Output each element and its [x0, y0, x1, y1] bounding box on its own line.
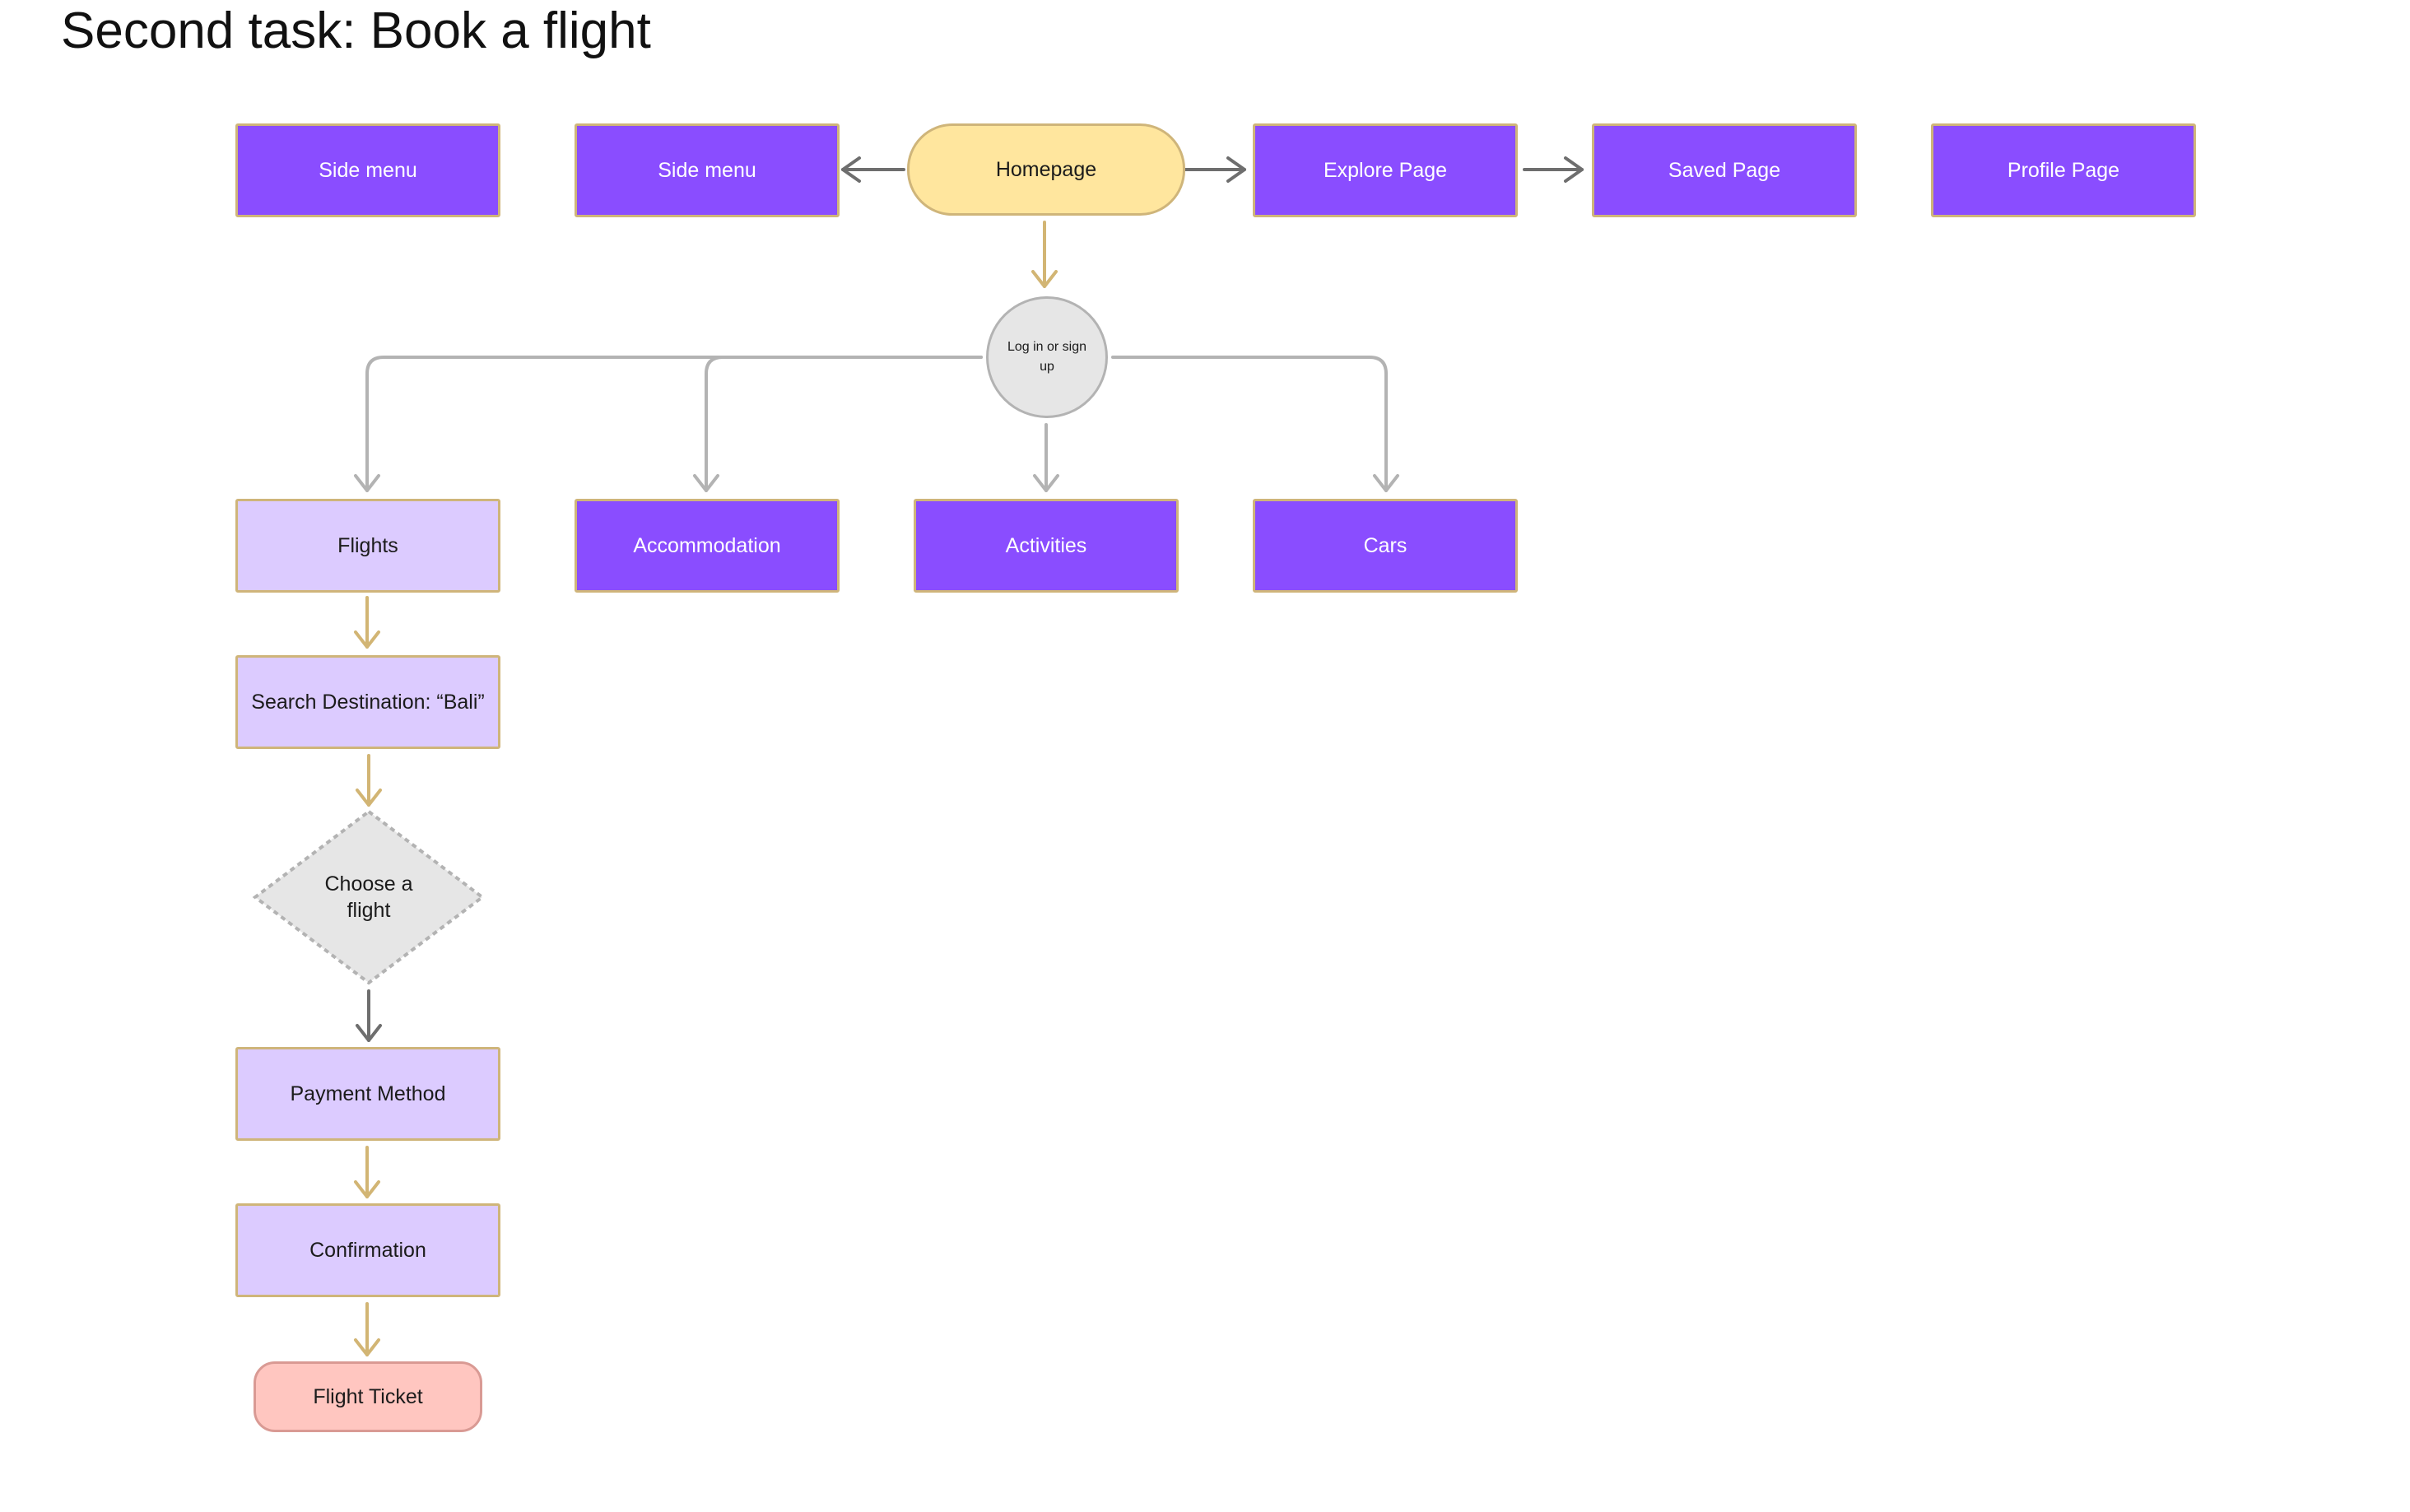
search-destination-box: Search Destination: “Bali” [235, 655, 500, 749]
explore-page-box: Explore Page [1253, 123, 1518, 217]
side-menu-box-2: Side menu [575, 123, 840, 217]
arrow-login-to-flights [354, 356, 983, 492]
arrow-payment-to-confirmation [354, 1146, 380, 1198]
accommodation-box: Accommodation [575, 499, 840, 593]
flight-ticket-terminal: Flight Ticket [254, 1361, 482, 1432]
saved-page-box: Saved Page [1592, 123, 1857, 217]
side-menu-box-1: Side menu [235, 123, 500, 217]
flights-box: Flights [235, 499, 500, 593]
choose-flight-label: Choose a flight [324, 872, 413, 922]
confirmation-box: Confirmation [235, 1203, 500, 1297]
page-title: Second task: Book a flight [61, 2, 651, 59]
arrow-choose-to-payment [356, 989, 382, 1042]
activities-box: Activities [914, 499, 1179, 593]
arrow-homepage-to-login [1031, 221, 1058, 288]
arrow-confirmation-to-ticket [354, 1302, 380, 1356]
payment-method-box: Payment Method [235, 1047, 500, 1141]
arrow-login-to-accommodation [693, 356, 983, 492]
cars-box: Cars [1253, 499, 1518, 593]
arrow-homepage-to-explore [1184, 156, 1246, 183]
login-signup-node: Log in or sign up [986, 296, 1108, 418]
arrow-search-to-choose [356, 754, 382, 807]
arrow-login-to-activities [1033, 423, 1059, 492]
arrow-homepage-to-side-menu [841, 156, 905, 183]
arrow-flights-to-search [354, 596, 380, 649]
profile-page-box: Profile Page [1931, 123, 2196, 217]
choose-flight-diamond [252, 809, 486, 985]
arrow-explore-to-saved [1523, 156, 1584, 183]
homepage-terminal: Homepage [907, 123, 1185, 216]
arrow-login-to-cars [1111, 356, 1399, 492]
